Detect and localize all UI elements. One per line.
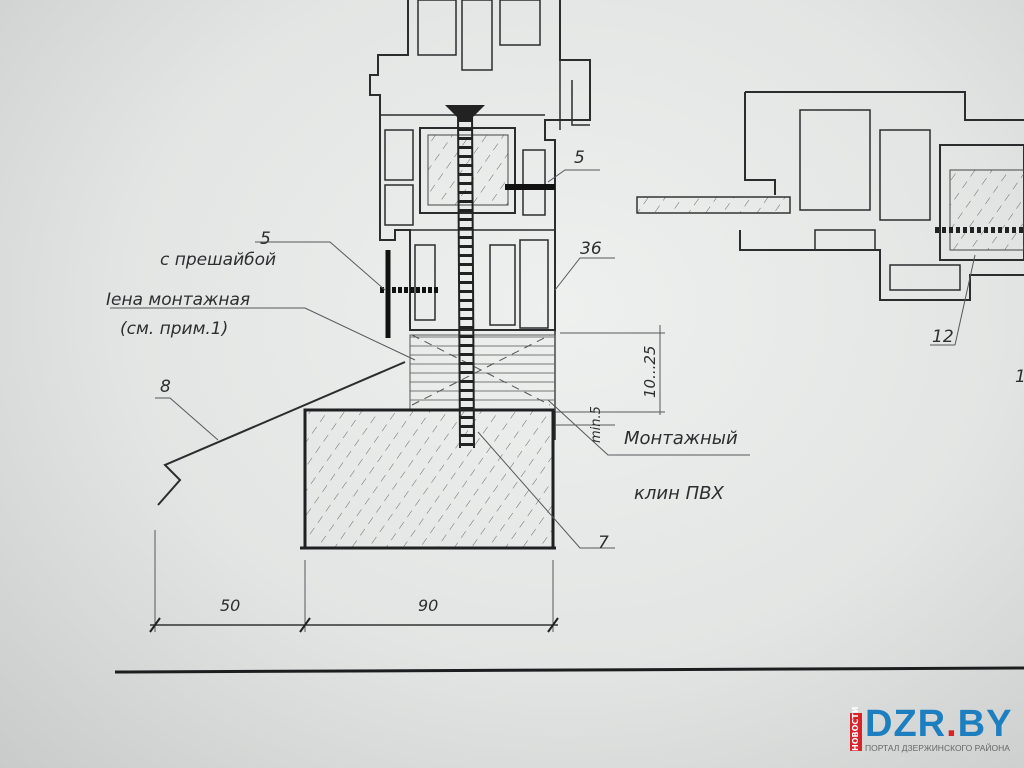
label-12: 12 xyxy=(932,327,954,347)
label-foam-note: (см. прим.1) xyxy=(120,319,228,339)
label-8: 8 xyxy=(160,377,171,397)
logo-name-b: BY xyxy=(957,703,1013,745)
sill-plank xyxy=(636,196,791,214)
frame-border-line xyxy=(114,666,1024,674)
logo-dot: . xyxy=(946,703,958,745)
label-gap-dim: 10...25 xyxy=(641,346,659,398)
label-screw-washer-text: с прешайбой xyxy=(160,250,276,270)
label-foam: Iена монтажная xyxy=(106,290,250,310)
logo-name-a: DZR xyxy=(865,703,947,745)
dim-90: 90 xyxy=(418,596,438,615)
label-screw-washer-num: 5 xyxy=(260,229,271,249)
dim-50: 50 xyxy=(220,596,240,615)
wall-block xyxy=(303,408,555,550)
label-wedge-2: клин ПВХ xyxy=(634,483,724,504)
label-7: 7 xyxy=(598,533,609,553)
logo-name: DZR.BY xyxy=(865,703,1012,746)
logo-news-tag: НОВОСТИ xyxy=(850,706,862,751)
mounting-screw xyxy=(445,105,485,449)
screw-with-washer xyxy=(380,250,440,338)
label-36: 36 xyxy=(580,239,602,259)
label-screw-top: 5 xyxy=(574,148,585,168)
pvc-wedge xyxy=(409,334,556,411)
dimension-line xyxy=(149,530,559,633)
label-min-dim: min.5 xyxy=(589,406,604,443)
logo-subtitle: ПОРТАЛ ДЗЕРЖИНСКОГО РАЙОНА xyxy=(865,743,1010,753)
window-frame-profile-right xyxy=(636,91,1024,346)
label-wedge-1: Монтажный xyxy=(624,428,738,449)
sill-line xyxy=(157,361,406,506)
leader-lines xyxy=(110,169,750,549)
label-1: 1 xyxy=(1015,367,1024,387)
site-logo[interactable]: НОВОСТИ DZR.BY ПОРТАЛ ДЗЕРЖИНСКОГО РАЙОН… xyxy=(850,703,1020,755)
